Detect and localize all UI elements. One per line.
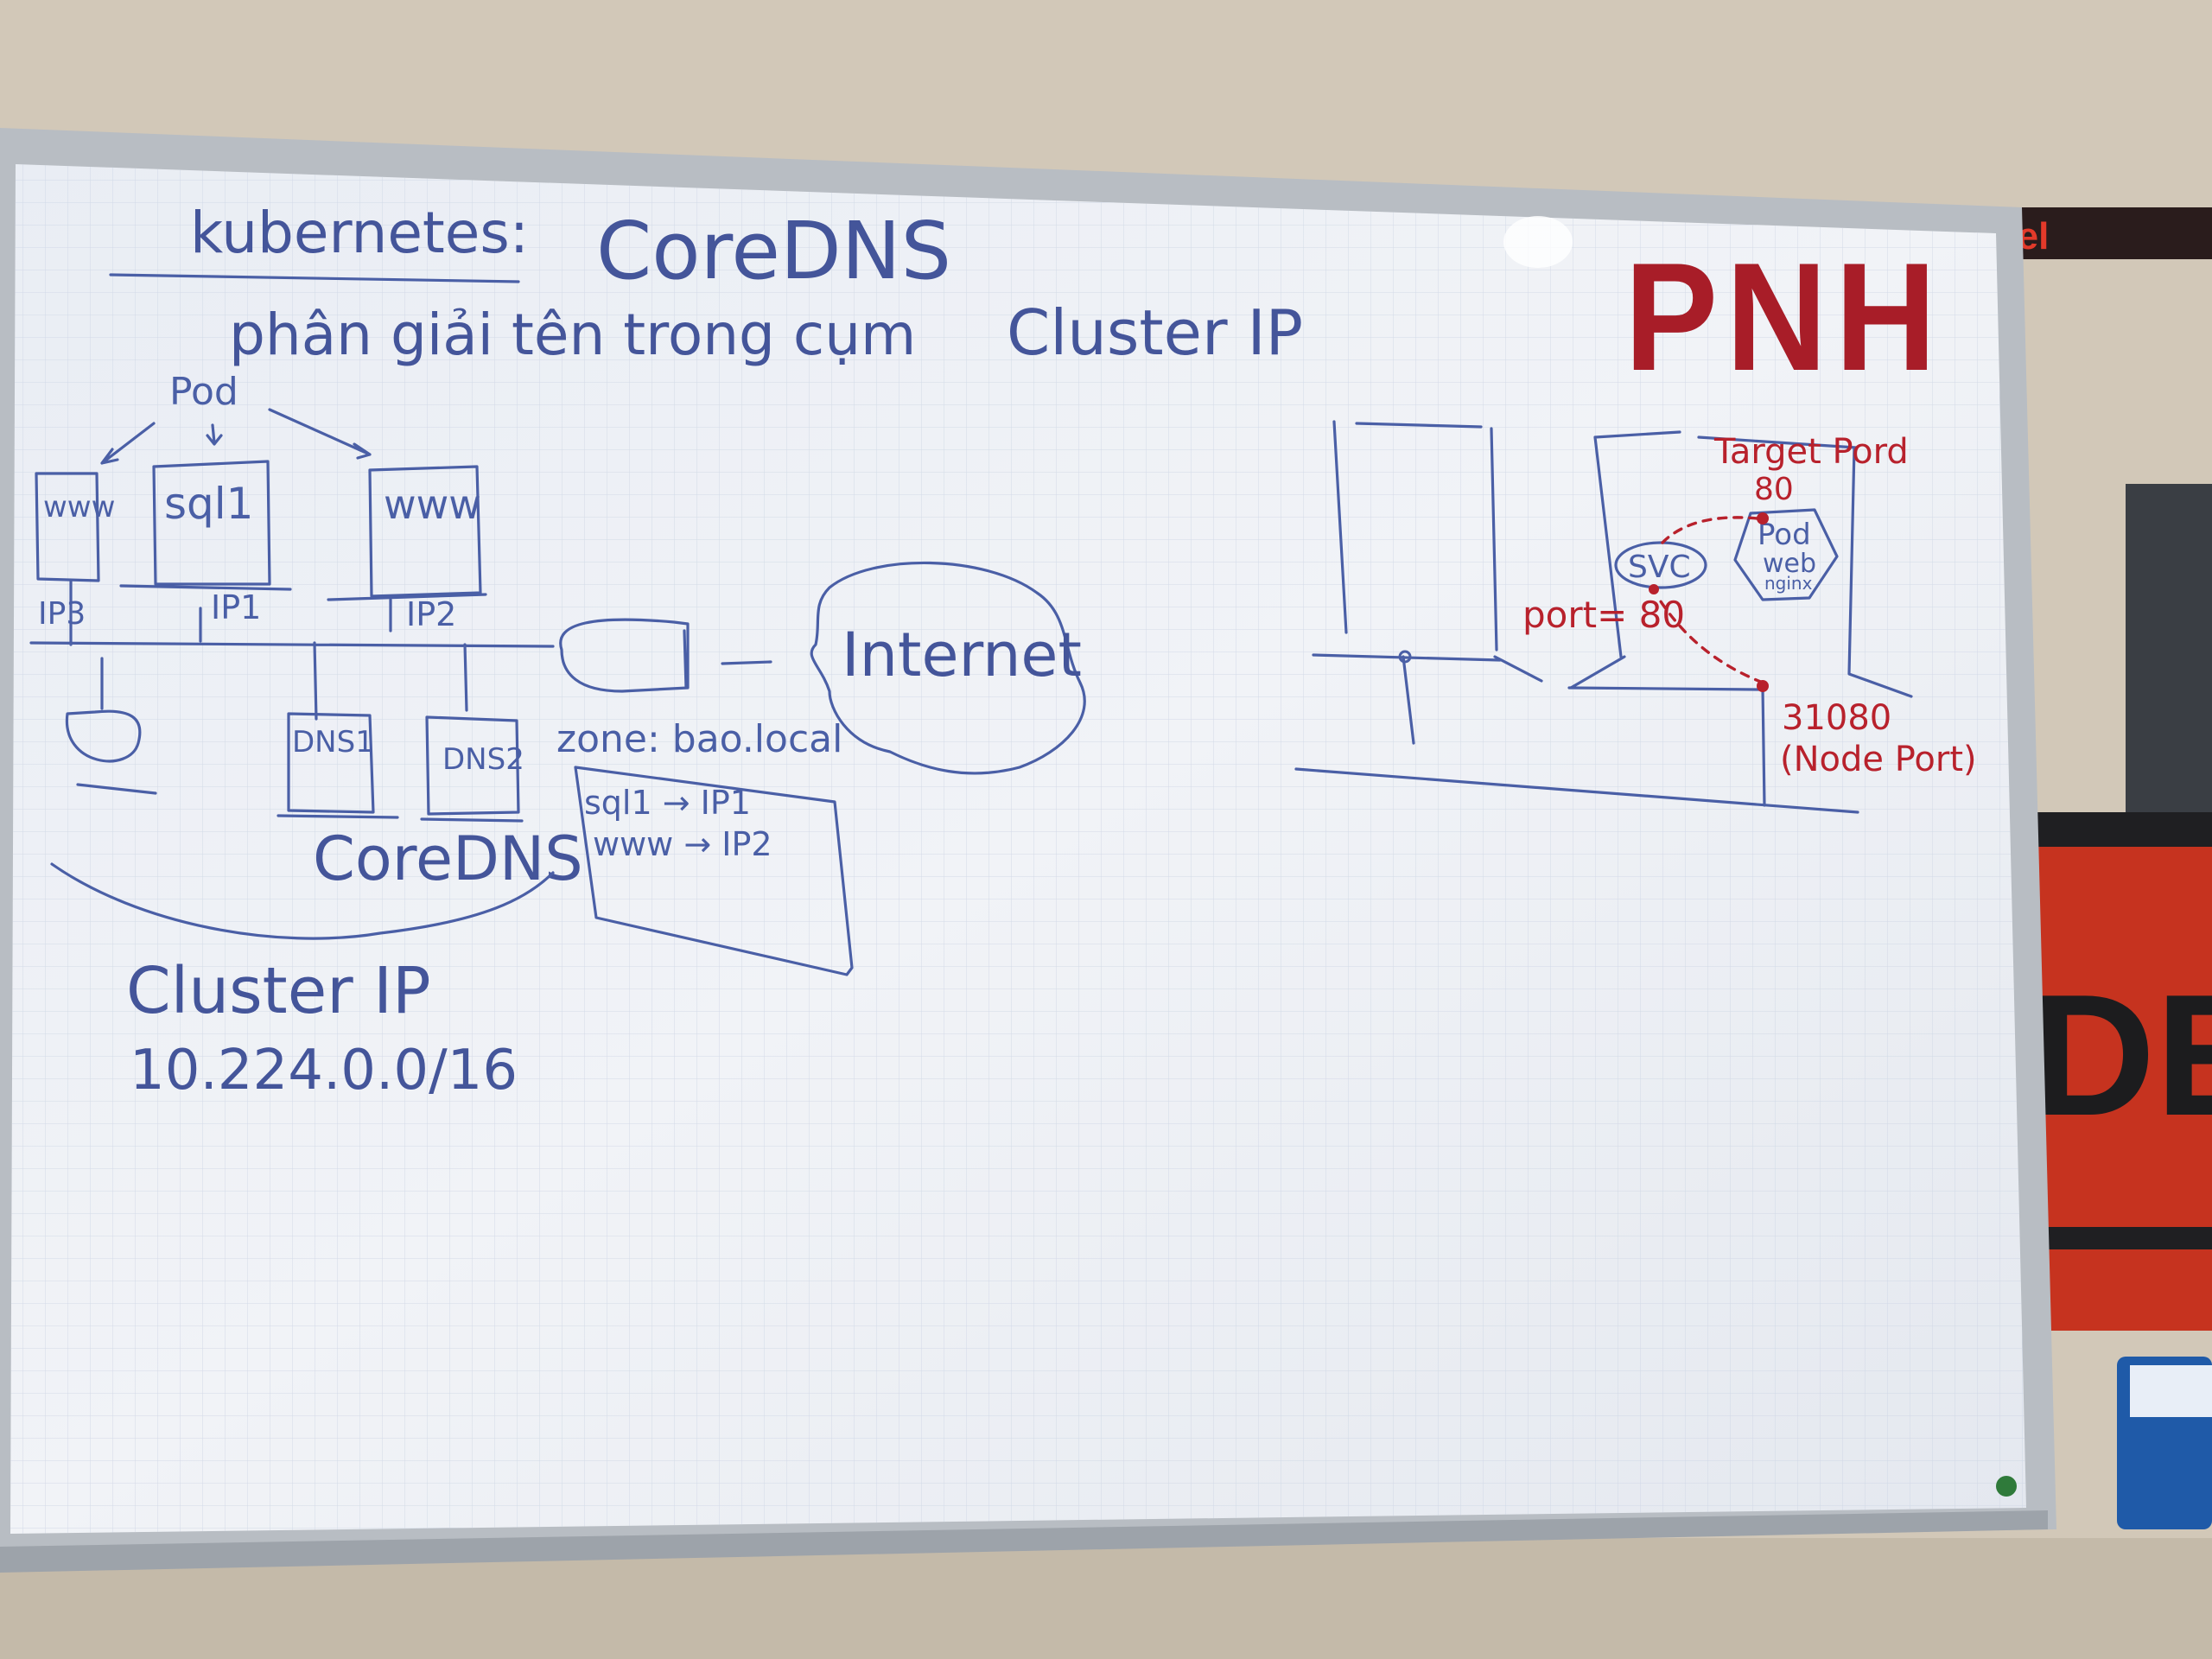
port-label: port= 80 xyxy=(1522,594,1685,636)
cluster-arc xyxy=(50,862,555,940)
box-sql1-label: sql1 xyxy=(164,479,254,529)
nodeport-label: (Node Port) xyxy=(1780,740,1977,779)
box-www xyxy=(327,465,487,601)
coredns-label: CoreDNS xyxy=(313,823,583,894)
box-www-small xyxy=(35,472,100,582)
nodeport-dot xyxy=(1757,680,1769,692)
pod-hexagon xyxy=(1733,508,1839,601)
pod-label: Pod xyxy=(169,370,238,414)
zone-record-2: www → IP2 xyxy=(593,825,772,863)
arrow-to-sql1 xyxy=(206,423,223,446)
node-left xyxy=(1312,420,1543,745)
box-dns1-label: DNS1 xyxy=(292,725,374,760)
glare xyxy=(1503,216,1573,268)
board-tray xyxy=(0,1510,2048,1573)
box-dns1 xyxy=(276,712,399,819)
subtitle-cluster-ip: Cluster IP xyxy=(1007,296,1303,369)
title-coredns: CoreDNS xyxy=(596,205,951,297)
client-node xyxy=(65,709,157,795)
pod-label: Pod xyxy=(1758,518,1811,552)
banner-letters: DE xyxy=(2031,959,2212,1152)
ip1-label: IP1 xyxy=(211,588,261,626)
ip3-label: IP3 xyxy=(38,596,86,632)
svc-to-pod-arrow xyxy=(1661,516,1759,544)
zone-box xyxy=(574,766,854,976)
target-port-dot xyxy=(1757,512,1769,524)
banner-stripe xyxy=(2013,812,2212,847)
ip2-label: IP2 xyxy=(406,595,456,633)
cluster-diagram: Pod www sql1 www IP3 IP1 IP2 DNS1 DNS2 C… xyxy=(29,370,1086,1103)
svc-node xyxy=(1614,541,1707,589)
magnet xyxy=(1996,1476,2017,1497)
nodeport-value: 31080 xyxy=(1782,698,1891,738)
nodeport-to-svc-arrow xyxy=(1656,594,1764,684)
zone-record-1: sql1 → IP1 xyxy=(584,784,751,822)
pod-web: web xyxy=(1763,549,1816,579)
title-underline xyxy=(109,273,520,283)
box-dns2 xyxy=(420,715,524,823)
logo: PNH xyxy=(1624,231,1944,403)
zone-label: zone: bao.local xyxy=(556,717,842,761)
board-grid xyxy=(10,164,2026,1534)
svc-label: SVC xyxy=(1628,550,1691,585)
title-kubernetes: kubernetes: xyxy=(190,200,529,266)
dark-window xyxy=(2126,484,2212,812)
node-left-dot xyxy=(1398,650,1412,664)
internet-label: Internet xyxy=(842,620,1082,690)
nodeport-stem xyxy=(1761,686,1766,807)
box-www-small-label: www xyxy=(43,490,115,524)
router xyxy=(559,618,772,693)
cluster-ip-range: 10.224.0.0/16 xyxy=(130,1039,518,1103)
subtitle: phân giải tên trong cụm xyxy=(229,302,916,368)
service-diagram: Target Pord 80 SVC Pod web nginx port= 8… xyxy=(1294,420,1977,814)
node-right xyxy=(1567,430,1913,698)
arrow-to-www xyxy=(268,408,372,460)
network-bus xyxy=(29,579,555,721)
pod-nginx: nginx xyxy=(1764,573,1813,594)
internet-cloud xyxy=(810,561,1086,775)
box-www-label: www xyxy=(384,481,481,528)
svc-port-dot xyxy=(1649,584,1659,594)
target-port-value: 80 xyxy=(1754,472,1794,507)
box-dns2-label: DNS2 xyxy=(442,742,524,777)
box-sql1 xyxy=(119,460,292,591)
arrow-to-www-small xyxy=(100,422,156,465)
target-port-label: Target Pord xyxy=(1713,432,1909,472)
blue-box-top xyxy=(2130,1365,2212,1417)
cluster-ip-label: Cluster IP xyxy=(126,954,431,1028)
